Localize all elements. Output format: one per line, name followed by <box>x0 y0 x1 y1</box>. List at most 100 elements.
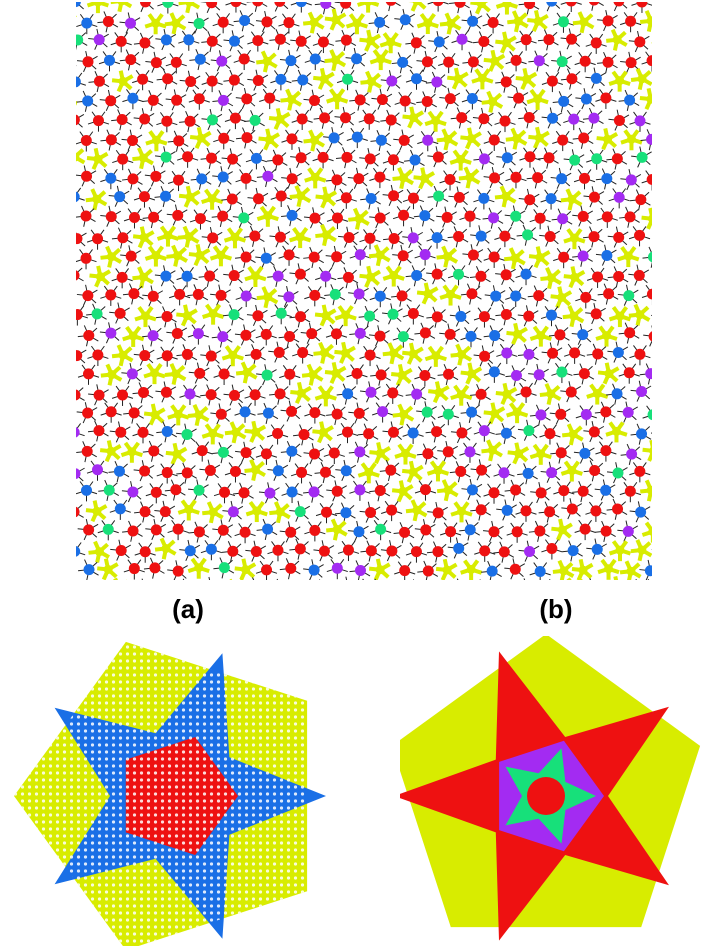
tiling-vertex-blue <box>239 15 250 26</box>
tiling-vertex-red <box>343 272 354 283</box>
tiling-vertex-yellow <box>310 18 319 27</box>
tiling-vertex-blue <box>502 152 513 163</box>
tiling-vertex-red <box>592 271 603 282</box>
tiling-vertex-blue <box>297 75 308 86</box>
tiling-vertex-red <box>105 289 116 300</box>
tiling-vertex-blue <box>624 95 635 106</box>
tiling-vertex-red <box>453 231 464 242</box>
tiling-vertex-blue <box>160 191 171 202</box>
tiling-vertex-blue <box>76 191 80 202</box>
tiling-vertex-yellow <box>366 36 375 45</box>
tiling-vertex-red <box>93 115 104 126</box>
tiling-vertex-red <box>151 57 162 68</box>
tiling-vertex-blue <box>411 73 422 84</box>
tiling-vertex-yellow <box>364 2 373 6</box>
tiling-vertex-red <box>375 212 386 223</box>
tiling-vertex-yellow <box>151 251 160 260</box>
tiling-vertex-purple <box>94 34 105 45</box>
tiling-vertex-yellow <box>456 155 465 164</box>
tiling-vertex-red <box>589 192 600 203</box>
tiling-vertex-red <box>117 272 128 283</box>
tiling-vertex-red <box>432 311 443 322</box>
tiling-vertex-red <box>613 271 624 282</box>
tiling-vertex-green <box>510 211 521 222</box>
tiling-vertex-red <box>455 2 466 8</box>
tiling-vertex-red <box>229 270 240 281</box>
tiling-vertex-yellow <box>341 311 350 320</box>
tiling-vertex-yellow <box>322 230 331 239</box>
tiling-vertex-red <box>230 2 241 7</box>
tiling-vertex-yellow <box>488 97 497 106</box>
tiling-vertex-yellow <box>376 55 385 64</box>
tiling-edge <box>480 579 482 580</box>
tiling-vertex-red <box>261 16 272 27</box>
tiling-vertex-red <box>578 133 589 144</box>
tiling-vertex-yellow <box>502 2 511 8</box>
tiling-vertex-red <box>340 2 351 9</box>
tiling-vertex-red <box>239 54 250 65</box>
tiling-vertex-yellow <box>139 153 148 162</box>
tiling-vertex-red <box>456 112 467 123</box>
tiling-vertex-purple <box>557 213 568 224</box>
tiling-vertex-red <box>309 290 320 301</box>
tiling-vertex-red <box>445 174 456 185</box>
tiling-vertex-purple <box>588 113 599 124</box>
tiling-vertex-red <box>253 193 264 204</box>
tiling-vertex-red <box>647 289 652 300</box>
tiling-vertex-red <box>523 311 534 322</box>
tiling-vertex-yellow <box>536 253 545 262</box>
tiling-vertex-red <box>127 173 138 184</box>
tiling-vertex-green <box>387 309 398 320</box>
tiling-vertex-yellow <box>502 38 511 47</box>
tiling-vertex-yellow <box>613 35 622 44</box>
tiling-edge <box>651 433 652 434</box>
tiling-vertex-red <box>218 133 229 144</box>
tiling-edge <box>142 579 144 580</box>
tiling-vertex-red <box>454 192 465 203</box>
tiling-vertex-red <box>501 76 512 87</box>
tiling-vertex-purple <box>634 115 645 126</box>
tiling-vertex-yellow <box>569 311 578 320</box>
tiling-vertex-red <box>489 135 500 146</box>
tiling-vertex-red <box>275 232 286 243</box>
tiling-vertex-blue <box>467 16 478 27</box>
tiling-edge <box>277 579 279 580</box>
tiling-vertex-red <box>603 57 614 68</box>
tiling-vertex-red <box>185 116 196 127</box>
tiling-vertex-red <box>125 54 136 65</box>
tiling-vertex-yellow <box>140 233 149 242</box>
tiling-vertex-red <box>580 56 591 67</box>
tiling-vertex-red <box>488 17 499 28</box>
tiling-vertex-red <box>296 36 307 47</box>
tiling-vertex-purple <box>386 76 397 87</box>
tiling-edge <box>413 579 415 580</box>
tiling-vertex-blue <box>476 231 487 242</box>
tiling-vertex-yellow <box>119 77 128 86</box>
tiling-vertex-red <box>139 113 150 124</box>
tiling-vertex-red <box>464 211 475 222</box>
tiling-vertex-red <box>408 193 419 204</box>
tiling-vertex-blue <box>352 132 363 143</box>
tiling-vertex-red <box>422 96 433 107</box>
tiling-vertex-yellow <box>287 95 296 104</box>
tiling-vertex-red <box>524 194 535 205</box>
tiling-vertex-green <box>238 212 249 223</box>
tiling-vertex-purple <box>488 212 499 223</box>
tiling-vertex-green <box>433 191 444 202</box>
tiling-vertex-yellow <box>511 254 520 263</box>
tiling-vertex-red <box>117 154 128 165</box>
tiling-vertex-yellow <box>446 290 455 299</box>
tiling-vertex-yellow <box>478 74 487 83</box>
tiling-vertex-red <box>241 173 252 184</box>
tiling-vertex-red <box>647 174 652 185</box>
tiling-vertex-yellow <box>163 231 172 240</box>
tiling-vertex-blue <box>601 250 612 261</box>
tiling-vertex-blue <box>183 34 194 45</box>
tiling-vertex-purple <box>241 291 252 302</box>
tiling-vertex-red <box>296 152 307 163</box>
tiling-vertex-blue <box>409 155 420 166</box>
tiling-edge <box>115 578 119 580</box>
tiling-edge <box>183 579 187 580</box>
tiling-vertex-red <box>173 175 184 186</box>
tiling-vertex-green <box>522 229 533 240</box>
